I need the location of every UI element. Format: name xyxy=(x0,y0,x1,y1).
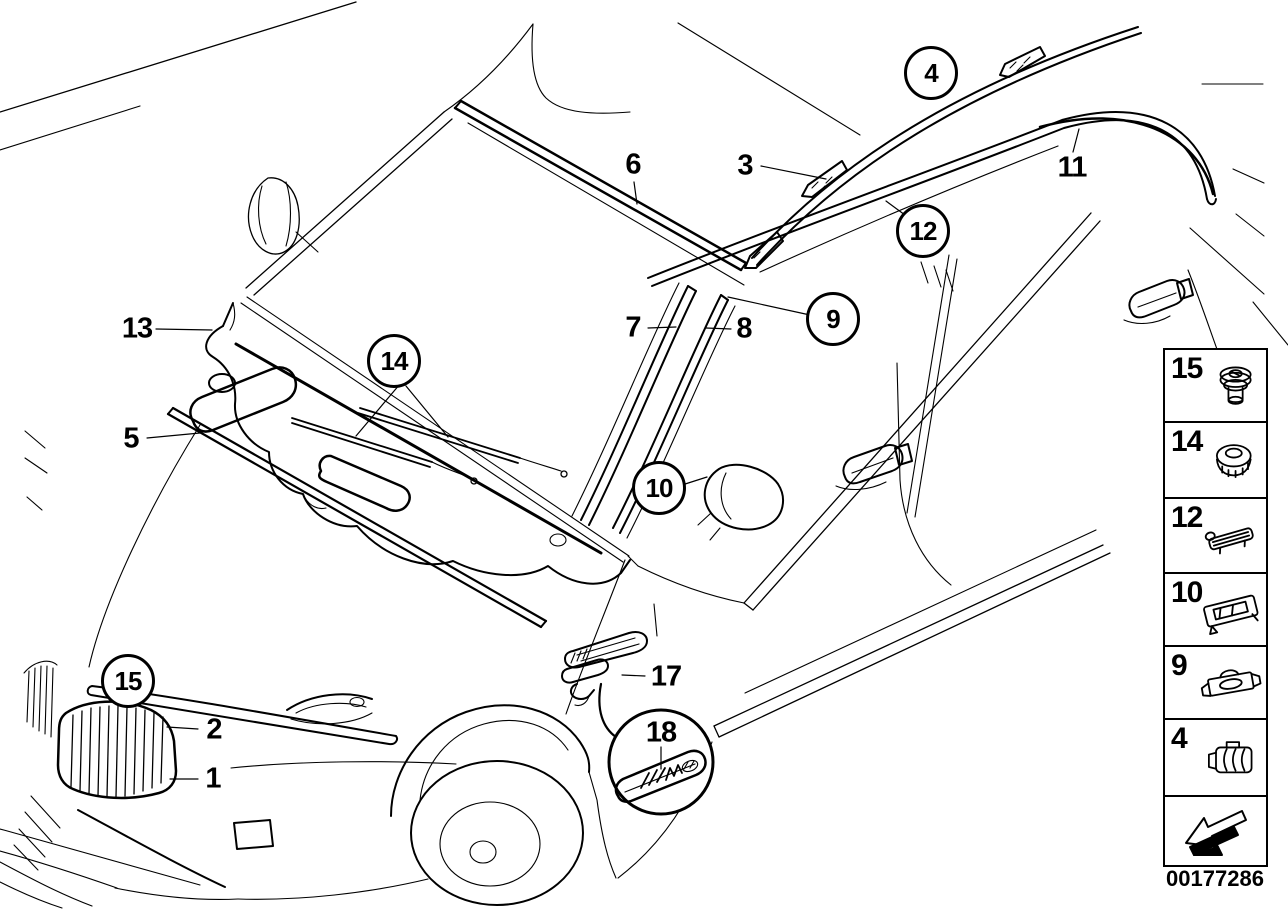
sidebar-part-14[interactable]: 14 xyxy=(1163,421,1268,499)
part-number-label: 10 xyxy=(1171,576,1203,609)
callout-15[interactable]: 15 xyxy=(101,654,155,708)
round-clip-nut-icon xyxy=(1216,444,1252,479)
document-number: 00177286 xyxy=(1166,866,1264,891)
callout-10[interactable]: 10 xyxy=(632,461,686,515)
trim-clip-icon xyxy=(1204,527,1254,555)
part-number-label: 12 xyxy=(1171,501,1203,534)
sidebar-part-15[interactable]: 15 xyxy=(1163,348,1268,423)
callout-11[interactable]: 11 xyxy=(1057,151,1088,184)
ribbed-clip-icon xyxy=(1208,741,1253,774)
callout-18[interactable]: 18 xyxy=(645,716,677,749)
callout-5[interactable]: 5 xyxy=(123,422,139,455)
expanding-rivet-icon xyxy=(1219,366,1252,405)
back-arrow-icon xyxy=(1185,810,1247,856)
callout-1[interactable]: 1 xyxy=(205,762,221,795)
callout-2[interactable]: 2 xyxy=(206,713,222,746)
sidebar-part-4[interactable]: 4 xyxy=(1163,718,1268,797)
callout-6[interactable]: 6 xyxy=(625,148,641,181)
callout-13[interactable]: 13 xyxy=(121,312,153,345)
callout-9[interactable]: 9 xyxy=(806,292,860,346)
sidebar-part-10[interactable]: 10 xyxy=(1163,572,1268,647)
callout-3[interactable]: 3 xyxy=(737,149,753,182)
part-number-label: 15 xyxy=(1171,352,1203,385)
callout-12[interactable]: 12 xyxy=(896,204,950,258)
callout-8[interactable]: 8 xyxy=(736,312,752,345)
sidebar-part-12[interactable]: 12 xyxy=(1163,497,1268,574)
part-number-label: 14 xyxy=(1171,425,1203,458)
callout-7[interactable]: 7 xyxy=(625,311,641,344)
sidebar-back-button[interactable] xyxy=(1163,795,1268,867)
part-number-label: 9 xyxy=(1171,649,1188,682)
part-number-label: 4 xyxy=(1171,722,1188,755)
callout-14[interactable]: 14 xyxy=(367,334,421,388)
mounting-bracket-icon xyxy=(1200,669,1262,697)
mounting-bracket-icon xyxy=(1203,594,1259,636)
callout-17[interactable]: 17 xyxy=(650,660,682,693)
callout-4[interactable]: 4 xyxy=(904,46,958,100)
sidebar-part-9[interactable]: 9 xyxy=(1163,645,1268,720)
